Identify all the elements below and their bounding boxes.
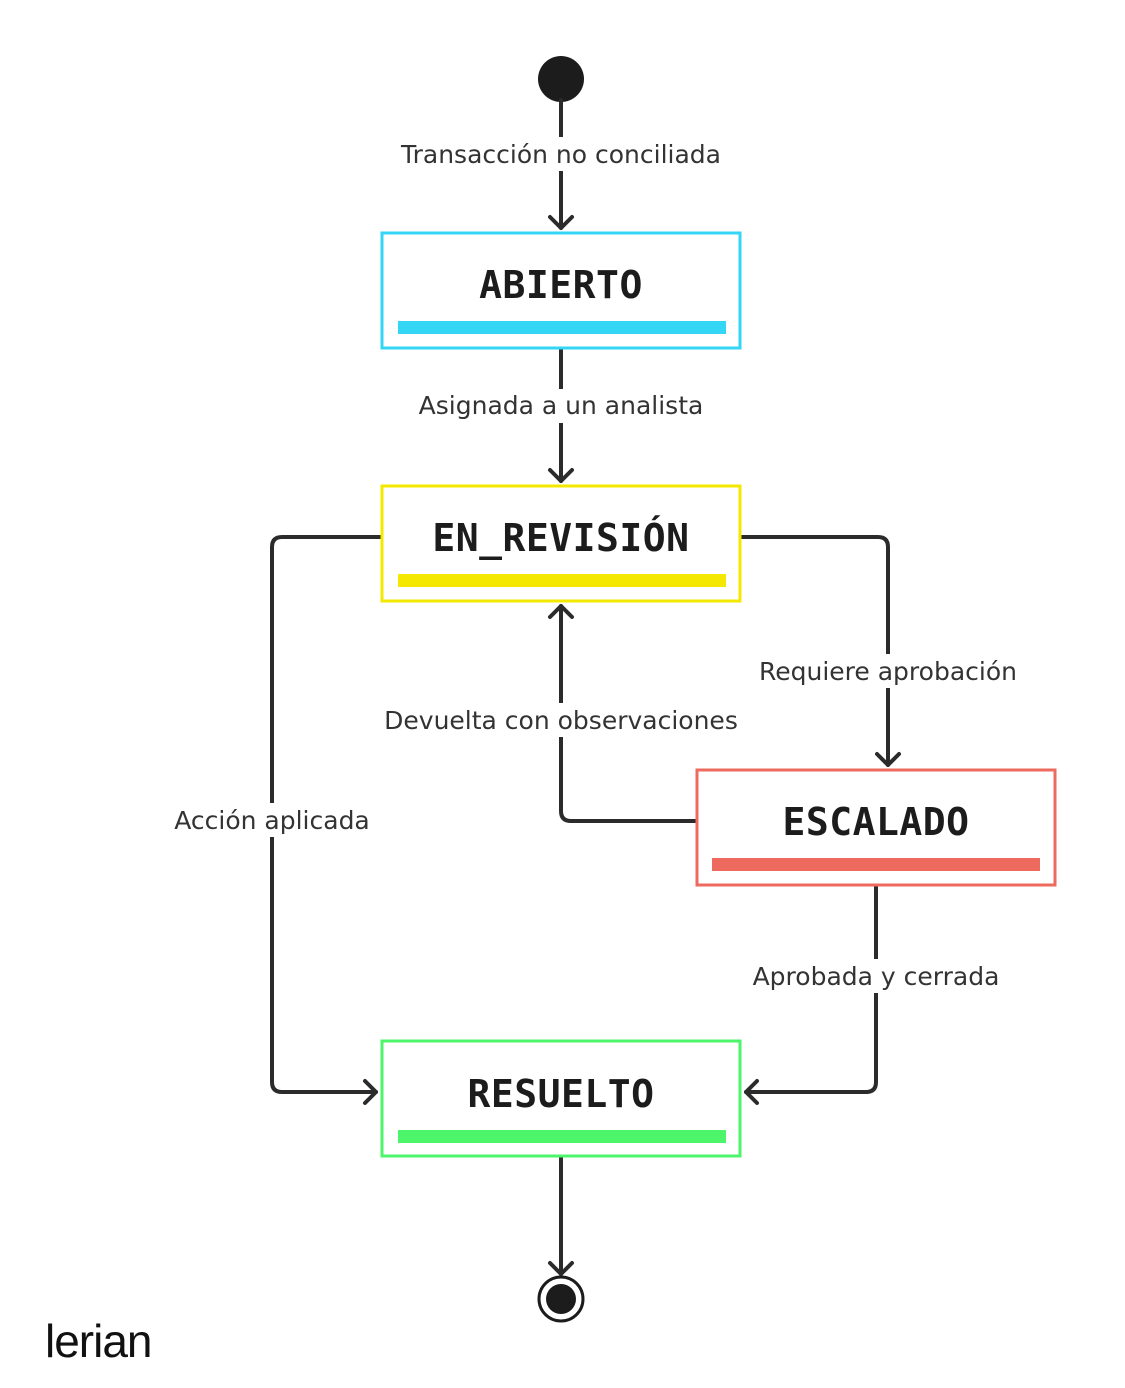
- edge-label: Asignada a un analista: [419, 391, 704, 420]
- edge-start-to-abierto: Transacción no conciliada: [395, 98, 727, 230]
- edge-label: Acción aplicada: [174, 806, 370, 835]
- state-en-revision-bar: [398, 574, 726, 587]
- state-en-revision[interactable]: EN_REVISIÓN: [380, 484, 742, 603]
- edge-escalado-to-revision: Devuelta con observaciones: [380, 604, 742, 823]
- edge-revision-to-escalado: Requiere aprobación: [740, 535, 1024, 767]
- state-escalado-label: ESCALADO: [782, 800, 969, 844]
- state-resuelto-bar: [398, 1130, 726, 1143]
- state-resuelto[interactable]: RESUELTO: [380, 1039, 742, 1158]
- edge-abierto-to-revision: Asignada a un analista: [414, 347, 708, 483]
- state-resuelto-label: RESUELTO: [467, 1072, 654, 1116]
- edge-resuelto-to-end: [548, 1155, 574, 1276]
- end-node: [537, 1275, 585, 1323]
- edge-label: Devuelta con observaciones: [384, 706, 738, 735]
- state-escalado[interactable]: ESCALADO: [695, 768, 1057, 887]
- edge-revision-to-resuelto: Acción aplicada: [170, 535, 383, 1105]
- edge-label: Transacción no conciliada: [400, 140, 721, 169]
- state-escalado-bar: [712, 858, 1040, 871]
- edge-escalado-to-resuelto: Aprobada y cerrada: [744, 884, 1004, 1105]
- state-abierto-label: ABIERTO: [479, 263, 643, 307]
- edge-label: Requiere aprobación: [759, 657, 1017, 686]
- state-abierto-bar: [398, 321, 726, 334]
- state-en-revision-label: EN_REVISIÓN: [432, 516, 689, 560]
- lerian-logo: lerian: [45, 1315, 152, 1367]
- edge-label: Aprobada y cerrada: [753, 962, 1000, 991]
- start-node: [538, 56, 584, 102]
- state-abierto[interactable]: ABIERTO: [380, 231, 742, 350]
